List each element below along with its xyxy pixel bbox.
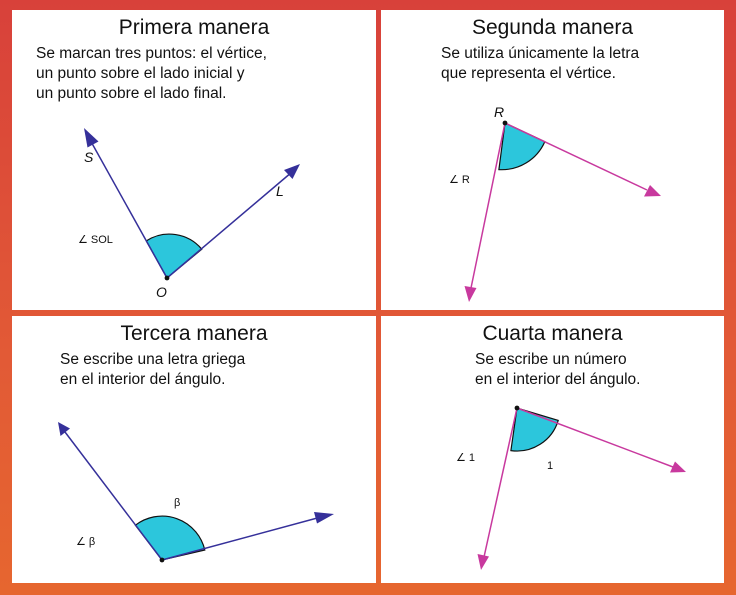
panel-title: Tercera manera: [120, 322, 268, 345]
final-side-ray: [161, 516, 322, 561]
angle-arc: [134, 515, 206, 561]
initial-side-ray: [64, 431, 163, 561]
angle-arc: [498, 122, 546, 171]
angle-notation: ∠ β: [76, 536, 95, 548]
angle-diagram: 1 ∠ 1: [456, 405, 686, 570]
angle-notation: ∠ R: [449, 174, 470, 186]
angle-diagram: R ∠ R: [449, 104, 661, 302]
initial-side-ray: [470, 122, 506, 289]
label-vertex: O: [156, 284, 167, 300]
final-side-ray: [166, 171, 293, 279]
panel-description: Se escribe un número en el interior del …: [475, 351, 641, 388]
arrowhead-icon: [464, 286, 477, 302]
label-inside-angle: β: [174, 497, 180, 509]
panel-description: Se utiliza únicamente la letra que repre…: [441, 45, 640, 82]
vertex-point: [514, 405, 520, 411]
panel-segunda-manera: Segunda manera Se utiliza únicamente la …: [381, 10, 724, 310]
panel-tercera-manera: Tercera manera Se escribe una letra grie…: [12, 316, 376, 583]
label-end-point: L: [276, 183, 284, 199]
panel-title: Cuarta manera: [482, 322, 623, 345]
angle-notation: ∠ SOL: [78, 234, 113, 246]
label-start-point: S: [84, 149, 94, 165]
arrowhead-icon: [58, 422, 70, 436]
initial-side-ray: [88, 137, 168, 279]
angle-diagram: β ∠ β: [58, 422, 334, 563]
arrowhead-icon: [84, 128, 99, 148]
panel-description: Se marcan tres puntos: el vértice, un pu…: [36, 45, 267, 102]
arrowhead-icon: [477, 554, 489, 570]
panel-description: Se escribe una letra griega en el interi…: [60, 351, 246, 388]
arrowhead-icon: [314, 512, 334, 524]
arrowhead-icon: [284, 164, 300, 179]
label-inside-angle: 1: [547, 460, 553, 472]
angle-diagram: S L O ∠ SOL: [78, 128, 300, 300]
final-side-ray: [504, 122, 648, 191]
final-side-ray: [516, 407, 674, 468]
initial-side-ray: [483, 407, 518, 558]
arrowhead-icon: [670, 461, 686, 473]
panel-title: Segunda manera: [471, 16, 634, 39]
label-vertex: R: [494, 104, 504, 120]
angle-notation: ∠ 1: [456, 452, 475, 464]
panel-primera-manera: Primera manera Se marcan tres puntos: el…: [12, 10, 376, 310]
vertex-point: [164, 275, 170, 281]
vertex-point: [159, 557, 165, 563]
angle-arc: [145, 233, 203, 279]
arrowhead-icon: [644, 185, 661, 197]
panel-title: Primera manera: [118, 16, 270, 39]
vertex-point: [502, 120, 508, 126]
panel-cuarta-manera: Cuarta manera Se escribe un número en el…: [381, 316, 724, 583]
